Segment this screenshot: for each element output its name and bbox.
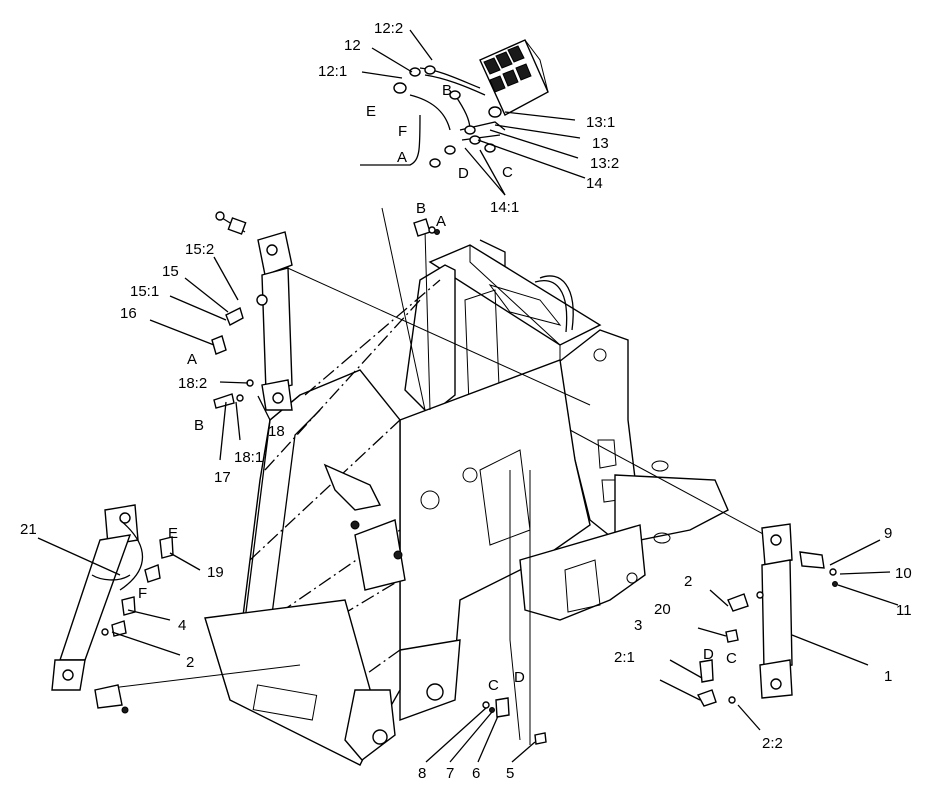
- callout-14-1: 14:1: [490, 199, 519, 216]
- callout-2-right: 2: [684, 573, 692, 590]
- callout-13-2: 13:2: [590, 155, 619, 172]
- callout-f-low: F: [138, 585, 147, 602]
- callout-9: 9: [884, 525, 892, 542]
- callout-13-1: 13:1: [586, 114, 615, 131]
- callout-a-mid: A: [436, 213, 446, 230]
- callout-7: 7: [446, 765, 454, 782]
- callout-16: 16: [120, 305, 137, 322]
- callout-d-right: D: [703, 646, 714, 663]
- loader-frame: [94, 207, 766, 766]
- callout-15-1: 15:1: [130, 283, 159, 300]
- callout-15-2: 15:2: [185, 241, 214, 258]
- callout-a-top: A: [397, 149, 407, 166]
- callout-d-top: D: [458, 165, 469, 182]
- callout-19: 19: [207, 564, 224, 581]
- callout-17: 17: [214, 469, 231, 486]
- bottom-fittings: [482, 697, 547, 745]
- leader-lines: [37, 29, 899, 763]
- callout-18: 18: [268, 423, 285, 440]
- callout-12-1: 12:1: [318, 63, 347, 80]
- tilt-cylinder-left: [51, 504, 174, 714]
- callout-11: 11: [896, 602, 912, 619]
- callout-8: 8: [418, 765, 426, 782]
- callout-18-2: 18:2: [178, 375, 207, 392]
- callout-e-top: E: [366, 103, 376, 120]
- callout-e-low: E: [168, 525, 178, 542]
- callout-c-bot: C: [488, 677, 499, 694]
- callout-d-bot: D: [514, 669, 525, 686]
- callout-15: 15: [162, 263, 179, 280]
- callout-12-2: 12:2: [374, 20, 403, 37]
- tilt-cylinder-right: [696, 523, 838, 707]
- callout-3: 3: [634, 617, 642, 634]
- lift-cylinder-left: [211, 211, 293, 411]
- callout-12: 12: [344, 37, 361, 54]
- callout-4: 4: [178, 617, 186, 634]
- callout-f-top: F: [398, 123, 407, 140]
- callout-c-right: C: [726, 650, 737, 667]
- callout-c-top: C: [502, 164, 513, 181]
- callout-5: 5: [506, 765, 514, 782]
- callout-1: 1: [884, 668, 892, 685]
- callout-20: 20: [654, 601, 671, 618]
- callout-a-left: A: [187, 351, 197, 368]
- control-valve: [360, 39, 549, 168]
- callout-b-mid: B: [416, 200, 426, 217]
- callout-6: 6: [472, 765, 480, 782]
- callout-b-top: B: [442, 82, 452, 99]
- callout-2-left: 2: [186, 654, 194, 671]
- callout-2-2: 2:2: [762, 735, 783, 752]
- callout-b-left: B: [194, 417, 204, 434]
- callout-14: 14: [586, 175, 603, 192]
- callout-10: 10: [895, 565, 912, 582]
- callout-13: 13: [592, 135, 609, 152]
- callout-18-1: 18:1: [234, 449, 263, 466]
- callout-labels: 12:2 12 12:1 E B F 13:1 13 13:2 A D C 14…: [20, 20, 912, 782]
- callout-21: 21: [20, 521, 37, 538]
- callout-2-1: 2:1: [614, 649, 635, 666]
- fittings-b-a: [413, 218, 440, 237]
